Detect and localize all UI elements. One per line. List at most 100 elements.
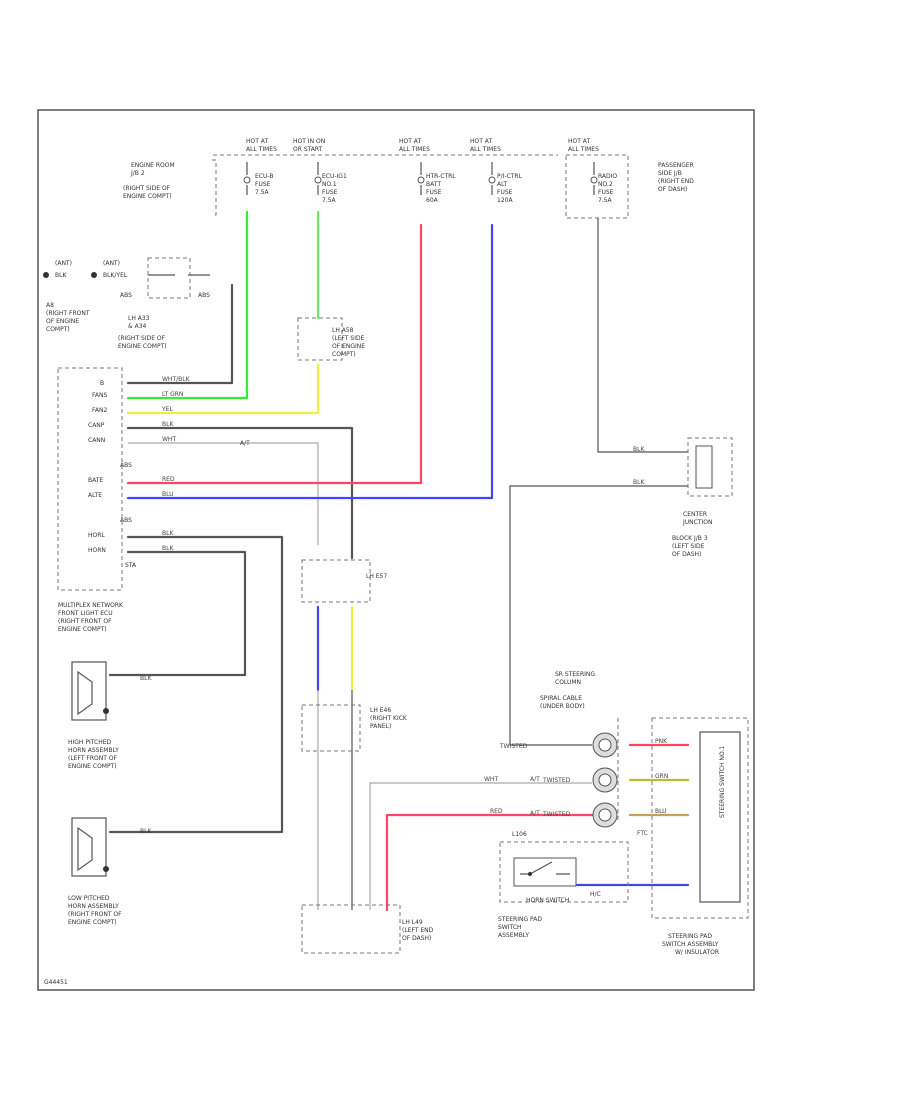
fuse-header-3-line-2: ALL TIMES bbox=[399, 146, 430, 153]
junction-block-label: CENTER JUNCTION BLOCK J/B 3 (LEFT SIDE O… bbox=[672, 511, 712, 558]
svg-text:BLK/YEL: BLK/YEL bbox=[103, 272, 128, 279]
fuse-labels: ECU-B FUSE 7.5A ECU-IG1 NO.1 FUSE 7.5A H… bbox=[255, 173, 617, 204]
svg-text:(UNDER BODY): (UNDER BODY) bbox=[540, 703, 585, 710]
svg-text:ABS: ABS bbox=[120, 462, 132, 469]
wire-blu bbox=[126, 223, 494, 500]
wire-wht-spiral bbox=[369, 782, 592, 910]
battery-block: (ANT) BLK (ANT) BLK/YEL ABS ABS bbox=[43, 257, 210, 299]
svg-text:(RIGHT FRONT OF: (RIGHT FRONT OF bbox=[58, 618, 112, 625]
junction-block-box bbox=[687, 437, 733, 497]
svg-text:(RIGHT FRONT: (RIGHT FRONT bbox=[46, 310, 90, 317]
steering-switch-body bbox=[699, 731, 741, 903]
svg-text:L106: L106 bbox=[512, 831, 527, 838]
svg-text:STEERING PAD: STEERING PAD bbox=[498, 916, 542, 923]
svg-text:STA: STA bbox=[125, 562, 137, 569]
svg-text:TWISTED: TWISTED bbox=[542, 777, 571, 784]
wire-red bbox=[126, 223, 423, 485]
fuse-headers: HOT AT ALL TIMES HOT IN ON OR START HOT … bbox=[246, 138, 599, 153]
passenger-jb-label: PASSENGER SIDE J/B (RIGHT END OF DASH) bbox=[658, 162, 694, 193]
svg-text:7.5A: 7.5A bbox=[255, 189, 270, 196]
svg-text:PASSENGER: PASSENGER bbox=[658, 162, 694, 169]
wire-junction bbox=[509, 485, 688, 746]
svg-text:OF ENGINE: OF ENGINE bbox=[46, 318, 79, 325]
svg-text:HTR-CTRL: HTR-CTRL bbox=[426, 173, 456, 180]
svg-text:BLOCK J/B 3: BLOCK J/B 3 bbox=[672, 535, 708, 542]
fuse-header-2-line-2: OR START bbox=[293, 146, 323, 153]
svg-text:SR STEERING: SR STEERING bbox=[555, 671, 595, 678]
svg-text:W/ INSULATOR: W/ INSULATOR bbox=[675, 949, 719, 956]
lh-a58-label: LH A58 (LEFT SIDE OF ENGINE COMPT) bbox=[332, 327, 365, 358]
svg-text:BLK: BLK bbox=[140, 828, 152, 835]
svg-text:FAN2: FAN2 bbox=[92, 407, 107, 414]
svg-text:ABS: ABS bbox=[120, 292, 132, 299]
lh-l49-label: LH L49 (LEFT END OF DASH) bbox=[402, 919, 434, 942]
lh-e46-box bbox=[301, 704, 361, 752]
passenger-jb-box bbox=[565, 154, 629, 219]
svg-text:WHT: WHT bbox=[484, 776, 498, 783]
svg-text:BLK: BLK bbox=[55, 272, 67, 279]
diagram-frame bbox=[37, 109, 755, 991]
wires bbox=[108, 210, 690, 912]
svg-text:B: B bbox=[100, 380, 104, 387]
svg-text:HORN: HORN bbox=[88, 547, 106, 554]
lh-e46-label: LH E46 (RIGHT KICK PANEL) bbox=[370, 707, 408, 730]
svg-text:SWITCH ASSEMBLY: SWITCH ASSEMBLY bbox=[662, 941, 719, 948]
wire-horn bbox=[108, 550, 247, 677]
wire-lt-grn bbox=[126, 210, 249, 400]
svg-text:BLK: BLK bbox=[633, 479, 645, 486]
a8-label: A8 (RIGHT FRONT OF ENGINE COMPT) bbox=[46, 302, 90, 333]
svg-text:SWITCH: SWITCH bbox=[498, 924, 522, 931]
svg-text:A8: A8 bbox=[46, 302, 54, 309]
svg-text:ENGINE COMPT): ENGINE COMPT) bbox=[123, 193, 172, 200]
svg-text:MULTIPLEX NETWORK: MULTIPLEX NETWORK bbox=[58, 602, 124, 609]
wire-wht-cann bbox=[128, 442, 319, 545]
wire-blk-canp bbox=[126, 426, 354, 560]
svg-text:WHT/BLK: WHT/BLK bbox=[162, 376, 191, 383]
fuse-header-1-line-2: ALL TIMES bbox=[246, 146, 277, 153]
svg-text:BLU: BLU bbox=[162, 491, 174, 498]
steering-pad-switch-label: STEERING PAD SWITCH ASSEMBLY W/ INSULATO… bbox=[662, 933, 719, 956]
svg-text:ENGINE COMPT): ENGINE COMPT) bbox=[58, 626, 107, 633]
lh-e57-label: LH E57 bbox=[366, 573, 387, 580]
svg-text:ECU-IG1: ECU-IG1 bbox=[322, 173, 347, 180]
svg-text:ENGINE COMPT): ENGINE COMPT) bbox=[68, 919, 117, 926]
engine-room-jb-label: ENGINE ROOM J/B 2 (RIGHT SIDE OF ENGINE … bbox=[123, 162, 175, 200]
svg-text:FUSE: FUSE bbox=[598, 189, 614, 196]
svg-text:OF ENGINE: OF ENGINE bbox=[332, 343, 365, 350]
svg-text:(LEFT SIDE: (LEFT SIDE bbox=[672, 543, 705, 550]
svg-text:LH E46: LH E46 bbox=[370, 707, 391, 714]
svg-text:BATT: BATT bbox=[426, 181, 441, 188]
svg-text:ENGINE ROOM: ENGINE ROOM bbox=[131, 162, 175, 169]
svg-text:FRONT LIGHT ECU: FRONT LIGHT ECU bbox=[58, 610, 113, 617]
svg-text:(RIGHT SIDE OF: (RIGHT SIDE OF bbox=[123, 185, 171, 192]
lh-a33-label: LH A33 & A34 (RIGHT SIDE OF ENGINE COMPT… bbox=[118, 315, 167, 350]
svg-text:(RIGHT KICK: (RIGHT KICK bbox=[370, 715, 408, 722]
front-light-ecu-box bbox=[57, 367, 123, 591]
steering-switch-inner-label: STEERING SWITCH NO.1 bbox=[719, 746, 726, 818]
svg-text:RED: RED bbox=[162, 476, 175, 483]
svg-text:ALT: ALT bbox=[497, 181, 508, 188]
low-pitched-horn: LOW PITCHED HORN ASSEMBLY (RIGHT FRONT O… bbox=[68, 817, 122, 926]
wire-red-spiral bbox=[385, 813, 594, 912]
svg-text:ENGINE COMPT): ENGINE COMPT) bbox=[68, 763, 117, 770]
svg-text:FANS: FANS bbox=[92, 392, 107, 399]
svg-text:FUSE: FUSE bbox=[322, 189, 338, 196]
wire-horl bbox=[108, 535, 284, 834]
svg-text:A/T: A/T bbox=[240, 440, 250, 447]
svg-text:OF DASH): OF DASH) bbox=[672, 551, 701, 558]
svg-text:H/C: H/C bbox=[590, 891, 601, 898]
horn-switch: L106 HORN SWITCH H/C STEERING PAD SWITCH… bbox=[498, 831, 601, 939]
engine-room-jb-bracket bbox=[212, 159, 217, 216]
svg-text:TWISTED: TWISTED bbox=[499, 743, 528, 750]
svg-text:CANP: CANP bbox=[88, 422, 105, 429]
svg-text:HIGH PITCHED: HIGH PITCHED bbox=[68, 739, 112, 746]
svg-text:ASSEMBLY: ASSEMBLY bbox=[498, 932, 529, 939]
svg-text:STEERING PAD: STEERING PAD bbox=[668, 933, 712, 940]
steering-pad-switch-box bbox=[651, 717, 749, 919]
svg-text:OF DASH): OF DASH) bbox=[402, 935, 431, 942]
svg-text:BLK: BLK bbox=[162, 545, 174, 552]
svg-text:FUSE: FUSE bbox=[497, 189, 513, 196]
svg-text:CENTER: CENTER bbox=[683, 511, 707, 518]
wire-passenger-jb bbox=[597, 218, 688, 453]
lh-l49-box bbox=[301, 904, 401, 954]
